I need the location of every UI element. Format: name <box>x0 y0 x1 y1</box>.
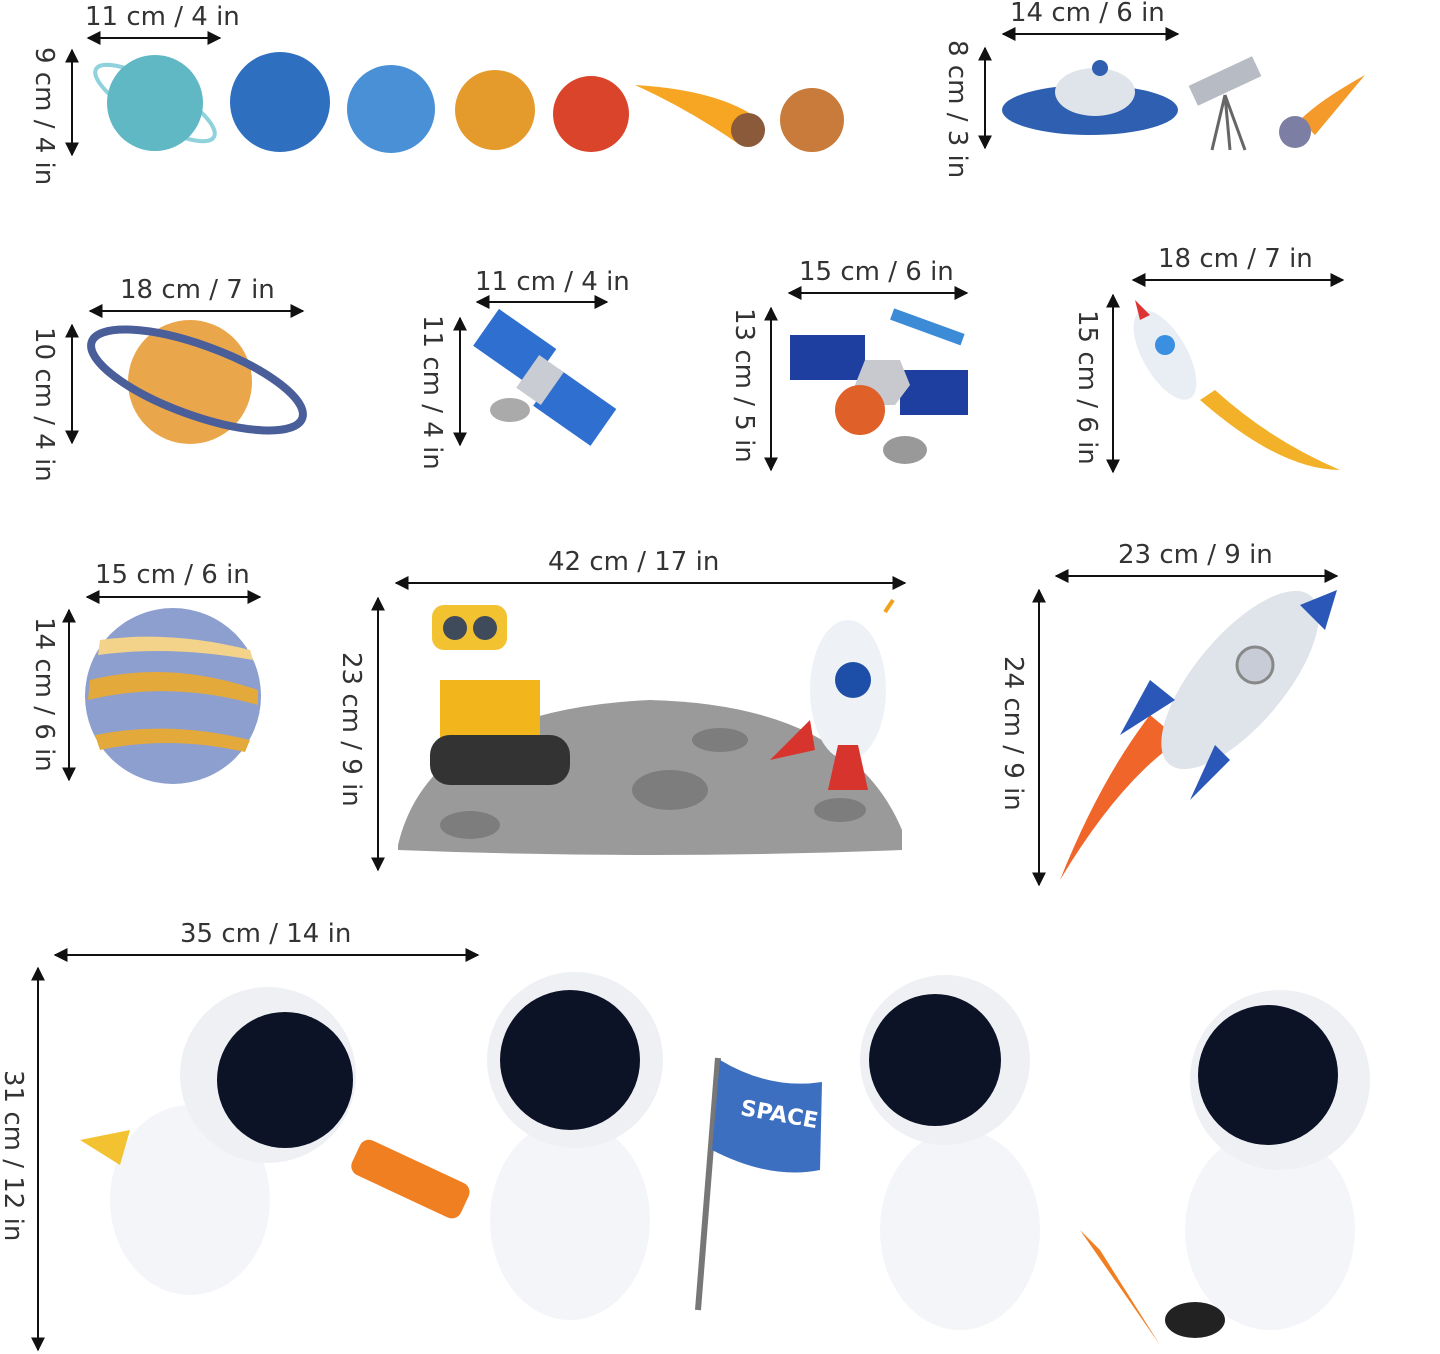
astronauts-height-label: 31 cm / 12 in <box>0 1070 28 1242</box>
rocket-small-width-label: 18 cm / 7 in <box>1158 244 1313 274</box>
moon-scene-height-label: 23 cm / 9 in <box>336 652 366 807</box>
satellite-large-height-label: 13 cm / 5 in <box>729 308 759 463</box>
planet-venus <box>455 70 535 150</box>
rocket-big-width-label: 23 cm / 9 in <box>1118 540 1273 570</box>
satellite-large <box>790 308 968 464</box>
planet-uranus <box>93 55 217 151</box>
satellite-small-height-label: 11 cm / 4 in <box>417 315 447 470</box>
planet-jupiter <box>85 608 261 784</box>
satellite-small-width-label: 11 cm / 4 in <box>475 267 630 297</box>
robot <box>430 605 570 785</box>
astronaut-flag: SPACE <box>487 972 822 1320</box>
ufo <box>1002 60 1178 135</box>
rocket-small-height-label: 15 cm / 6 in <box>1072 310 1102 465</box>
ufo-width-label: 14 cm / 6 in <box>1010 0 1165 28</box>
astronaut-telescope <box>80 987 470 1295</box>
saturn-width-label: 18 cm / 7 in <box>120 275 275 305</box>
planet-earth <box>347 65 435 153</box>
rocket-big <box>1060 590 1337 880</box>
astronauts-width-label: 35 cm / 14 in <box>180 919 352 949</box>
comet-small <box>1279 75 1365 148</box>
satellite-small <box>473 308 617 446</box>
moon-scene-width-label: 42 cm / 17 in <box>548 547 720 577</box>
jupiter-width-label: 15 cm / 6 in <box>95 560 250 590</box>
jupiter-height-label: 14 cm / 6 in <box>29 617 59 772</box>
ufo-height-label: 8 cm / 3 in <box>942 40 972 179</box>
saturn <box>87 320 307 444</box>
planets-width-label: 11 cm / 4 in <box>85 2 240 32</box>
planets-height-label: 9 cm / 4 in <box>29 47 59 186</box>
comet <box>635 85 765 147</box>
rocket-big-height-label: 24 cm / 9 in <box>998 656 1028 811</box>
saturn-height-label: 10 cm / 4 in <box>29 327 59 482</box>
rocket-on-moon <box>770 598 895 790</box>
telescope <box>1188 56 1262 151</box>
rocket-small <box>1133 300 1340 470</box>
astronaut-rocket-pack <box>860 975 1160 1345</box>
dimension-arrows <box>31 27 1345 1352</box>
planet-neptune <box>230 52 330 152</box>
satellite-large-width-label: 15 cm / 6 in <box>799 257 954 287</box>
astronaut-waving <box>1165 990 1370 1338</box>
planet-mars <box>553 76 629 152</box>
moon-scene <box>398 598 902 855</box>
planet-mercury <box>780 88 844 152</box>
